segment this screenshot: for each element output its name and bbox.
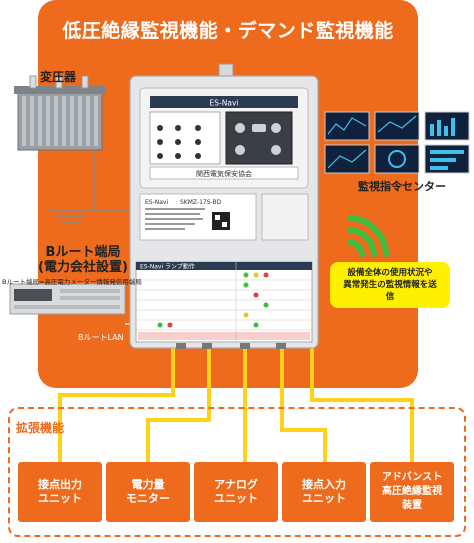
transmission-callout: 設備全体の使用状況や 異常発生の監視情報を送信 [330,262,450,308]
device-model-heading: ES-Navi [145,199,168,206]
broute-title-line1: Bルート端局 [45,245,121,260]
transformer-label: 変圧器 [40,70,77,84]
callout-line2: 異常発生の監視情報を送信 [343,280,437,302]
extension-box [8,407,466,537]
broute-lan-label: BルートLAN [78,333,124,342]
broute-title-line2: (電力会社設置) [38,260,128,275]
es-navi-device-icon: ES-Navi 関西電気保安協会 ES-Navi SKMZ-17S-BD ES-… [129,63,319,349]
monitoring-center-label: 監視指令センター [358,180,446,193]
wifi-signal-icon [347,215,389,257]
unit-advanced-hv-monitor: アドバンスト 高圧絶縁監視 装置 [370,462,454,522]
unit-connector-lines [58,345,414,462]
unit-analog: アナログ ユニット [194,462,278,522]
monitor-screens-icon [324,111,470,174]
device-model-text: SKMZ-17S-BD [180,199,222,206]
extension-title: 拡張機能 [16,421,65,435]
unit-contact-input: 接点入力 ユニット [282,462,366,522]
transformer-icon [14,75,106,151]
device-lamp-heading: ES-Navi ランプ動作 [140,263,195,271]
broute-subtitle: Bルート端局=高圧電力メーター情報発信用端局 [2,278,142,286]
device-maker-text: 関西電気保安協会 [196,169,252,178]
unit-contact-output: 接点出力 ユニット [18,462,102,522]
broute-terminal-icon [9,283,126,315]
ground-line [48,148,140,223]
device-brand-text: ES-Navi [210,99,239,108]
broute-title: Bルート端局 (電力会社設置) [28,245,138,275]
page-title: 低圧絶縁監視機能・デマンド監視機能 [62,20,394,42]
callout-line1: 設備全体の使用状況や [347,268,433,278]
unit-power-monitor: 電力量 モニター [106,462,190,522]
